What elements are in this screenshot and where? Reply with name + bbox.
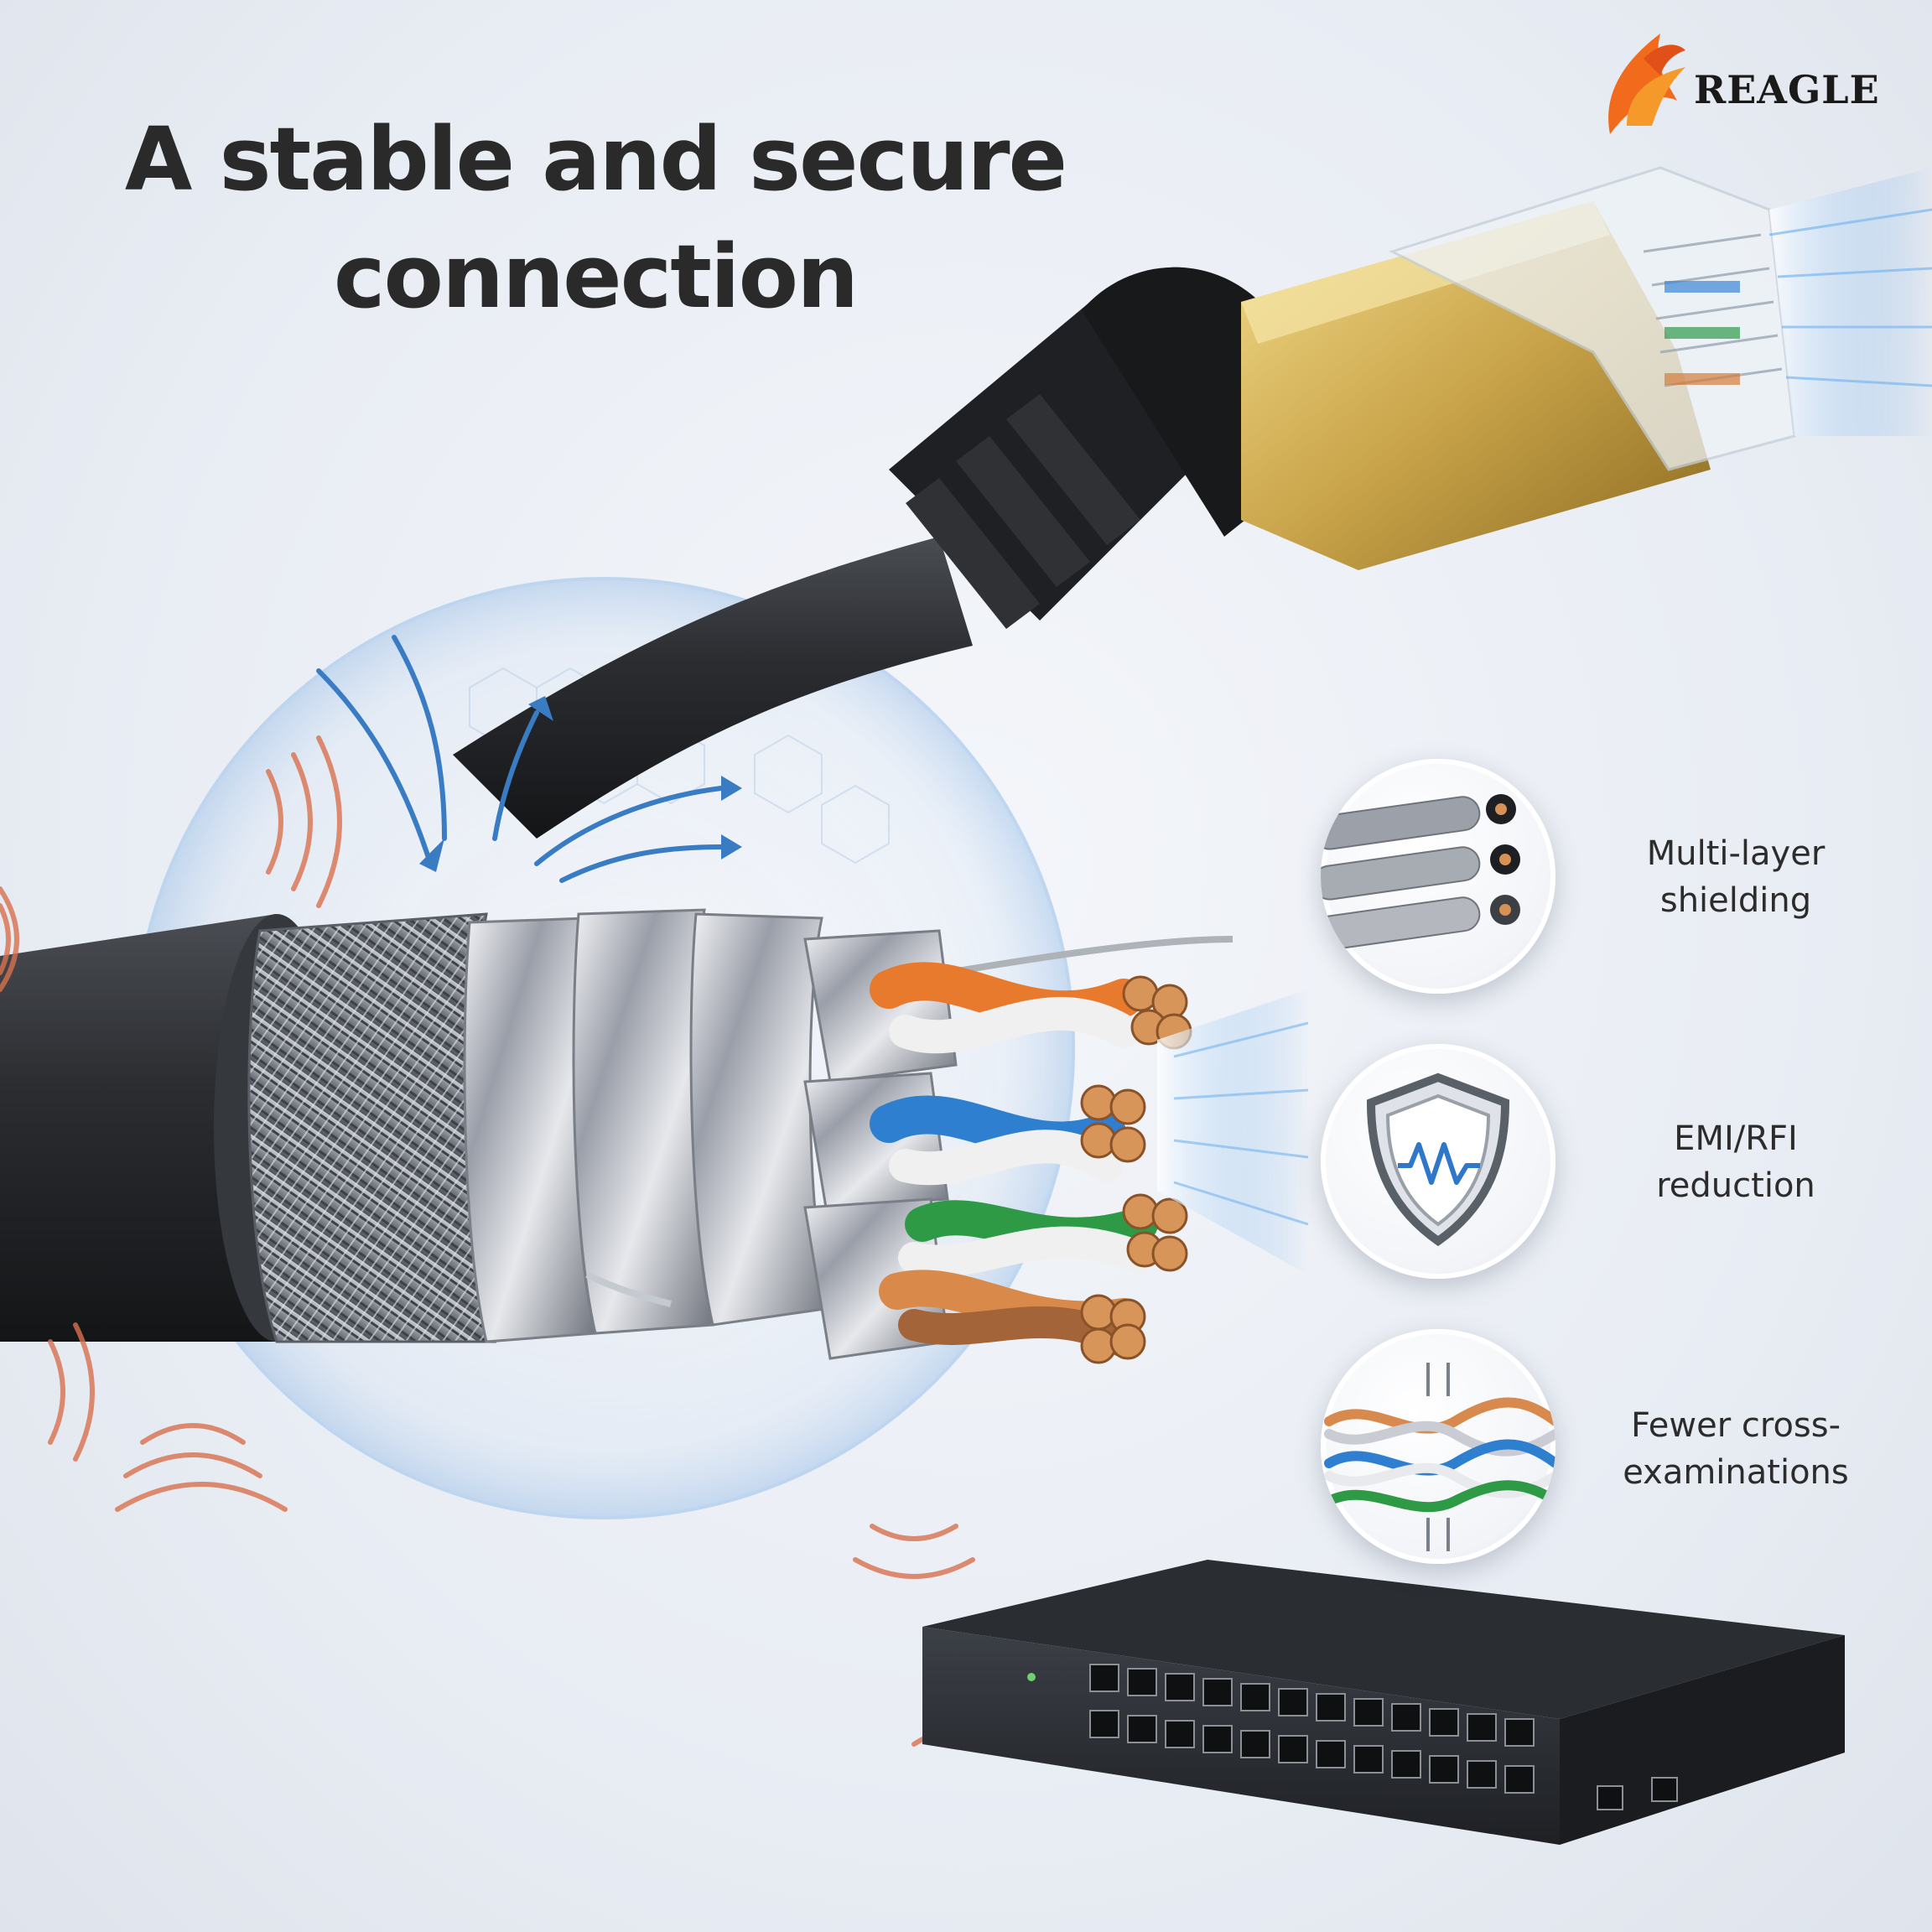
headline: A stable and secure connection — [92, 101, 1098, 335]
brand-name: REAGLE — [1694, 67, 1880, 112]
feature-circle-shielding — [1321, 759, 1555, 994]
deflection-arrows — [316, 635, 724, 883]
rj45-connector — [1241, 166, 1796, 570]
feature-label-emi: EMI/RFI reduction — [1656, 1119, 1815, 1205]
main-cable-jacket — [0, 914, 277, 1342]
feature-circle-crosstalk — [1321, 1329, 1555, 1564]
twisted-pairs-icon — [1324, 1363, 1555, 1551]
drain-wire — [947, 936, 1233, 976]
twisted-pair-green — [898, 1200, 1158, 1277]
feature-label-crosstalk: Fewer cross- examinations — [1623, 1406, 1849, 1492]
headline-line-2: connection — [333, 226, 859, 328]
twisted-pair-orange — [870, 962, 1143, 1054]
network-switch — [922, 1560, 1845, 1845]
twisted-pair-blue — [870, 1095, 1126, 1186]
switch-ports — [1089, 1664, 1535, 1794]
shielded-cable-icon — [1321, 794, 1520, 951]
foil-layer-3 — [689, 912, 832, 1327]
shield-wave-icon — [1366, 1072, 1510, 1247]
phoenix-icon — [1608, 34, 1685, 134]
copper-conductors — [1080, 975, 1192, 1364]
signal-beams-connector — [1768, 168, 1932, 436]
feature-label-shielding: Multi-layer shielding — [1646, 834, 1826, 920]
feature-circle-emi — [1321, 1044, 1555, 1279]
brand-logo — [1608, 34, 1685, 134]
upper-cable — [453, 537, 973, 839]
braid-shield — [247, 912, 496, 1343]
signal-beams-cable — [1157, 989, 1309, 1275]
headline-line-1: A stable and secure — [124, 108, 1067, 210]
